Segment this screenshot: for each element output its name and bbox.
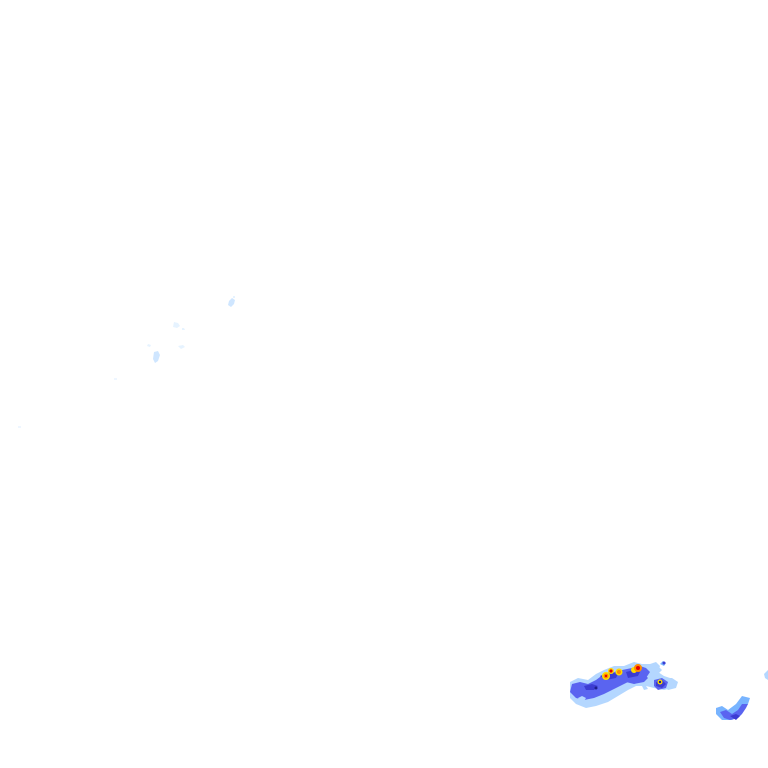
faint-echo-west-4 (18, 378, 117, 428)
faint-echo-west-2 (173, 322, 185, 330)
main-storm-band (570, 661, 678, 708)
faint-echo-west-1 (228, 296, 235, 307)
edge-echo-east (764, 670, 768, 680)
secondary-cell-east (716, 696, 750, 720)
faint-echo-west-3 (147, 344, 185, 363)
